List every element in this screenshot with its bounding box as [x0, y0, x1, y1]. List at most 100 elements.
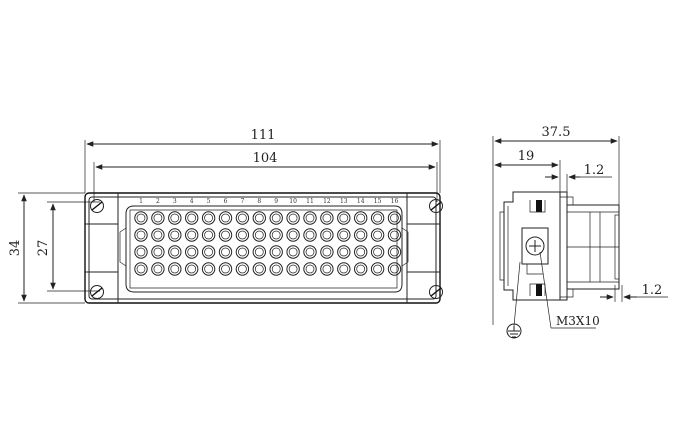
contact-pin [286, 228, 300, 242]
contact-pin [337, 262, 351, 276]
contact-pin [151, 211, 165, 225]
contact-pin [354, 211, 368, 225]
column-number: 4 [190, 198, 194, 205]
screw-label: M3X10 [556, 314, 600, 328]
contact-pin [235, 228, 250, 242]
contact-pin [370, 245, 385, 259]
contact-pin [185, 262, 199, 276]
contact-pin [387, 228, 402, 242]
contact-pin [370, 228, 385, 242]
contact-pin [354, 228, 368, 242]
clamp-block [536, 284, 542, 296]
column-number: 13 [340, 198, 348, 205]
contact-pin [252, 245, 266, 259]
contact-pin [269, 228, 283, 242]
dim-104-label: 104 [253, 151, 278, 166]
contact-pin [218, 228, 233, 242]
frame-outer [84, 192, 441, 304]
contact-pin [320, 228, 334, 242]
column-number: 7 [240, 198, 244, 205]
column-number: 16 [391, 198, 399, 205]
contact-pin [151, 262, 165, 276]
contact-pin [185, 211, 199, 225]
contact-pin [269, 262, 283, 276]
contact-pin [168, 228, 182, 242]
side-view: 37.5 19 1.2 1.2 [492, 125, 668, 339]
front-view: 111 104 34 27 [8, 128, 443, 304]
contact-pin [252, 228, 266, 242]
contact-pin [235, 245, 250, 259]
contact-pin [320, 211, 334, 225]
contact-pin [370, 211, 385, 225]
column-number: 9 [274, 198, 278, 205]
contact-pin [218, 262, 233, 276]
contact-pin [201, 228, 216, 242]
contact-pin [252, 211, 266, 225]
contact-pin [269, 245, 283, 259]
contact-pin [134, 262, 148, 276]
contact-pin [168, 245, 182, 259]
ground-screw-icon [525, 236, 545, 256]
contact-pin [185, 228, 199, 242]
contact-pin [337, 211, 351, 225]
column-number: 3 [173, 198, 177, 205]
column-number: 2 [156, 198, 160, 205]
contact-pin [252, 262, 266, 276]
dim-111-label: 111 [251, 128, 276, 143]
contact-pin [269, 211, 283, 225]
clamp-block [536, 200, 542, 212]
dim-19-label: 19 [518, 149, 535, 164]
contact-pin [286, 245, 300, 259]
contact-pin [218, 245, 233, 259]
contact-pin [201, 262, 216, 276]
contact-pin [168, 211, 182, 225]
contact-pin [303, 262, 317, 276]
contact-pin [151, 245, 165, 259]
contact-pin [370, 262, 385, 276]
contact-pin [235, 262, 250, 276]
contact-array [134, 211, 402, 276]
contact-pin [303, 228, 317, 242]
contact-pin [354, 245, 368, 259]
contact-pin [134, 211, 148, 225]
screw-icon [429, 199, 443, 213]
contact-pin [185, 245, 199, 259]
column-number: 14 [357, 198, 365, 205]
contact-pin [387, 211, 402, 225]
insert-outline [125, 205, 403, 293]
contact-pin [134, 245, 148, 259]
column-number: 12 [323, 198, 331, 205]
contact-pin [337, 228, 351, 242]
contact-pin [387, 245, 402, 259]
contact-pin [201, 245, 216, 259]
dim-34-label: 34 [8, 240, 23, 257]
contact-pin [286, 262, 300, 276]
contact-pin [303, 245, 317, 259]
column-number: 11 [306, 198, 314, 205]
column-number: 6 [224, 198, 228, 205]
screw-icon [429, 285, 443, 299]
dim-1-2-bottom-label: 1.2 [642, 283, 663, 298]
contact-pin [320, 245, 334, 259]
contact-pin [218, 211, 233, 225]
dim-37-5-label: 37.5 [542, 125, 571, 140]
contact-pin [320, 262, 334, 276]
column-number: 15 [374, 198, 382, 205]
contact-pin [354, 262, 368, 276]
contact-pin [387, 262, 402, 276]
contact-pin [286, 211, 300, 225]
contact-pin [151, 228, 165, 242]
contact-pin [201, 211, 216, 225]
contact-pin [134, 228, 148, 242]
contact-pin [168, 262, 182, 276]
column-number: 1 [139, 198, 143, 205]
column-number: 8 [257, 198, 261, 205]
contact-pin [303, 211, 317, 225]
ground-symbol-icon [506, 261, 522, 339]
column-number: 10 [289, 198, 297, 205]
screw-icon [90, 285, 104, 299]
contact-pin [235, 211, 250, 225]
contact-pin [337, 245, 351, 259]
